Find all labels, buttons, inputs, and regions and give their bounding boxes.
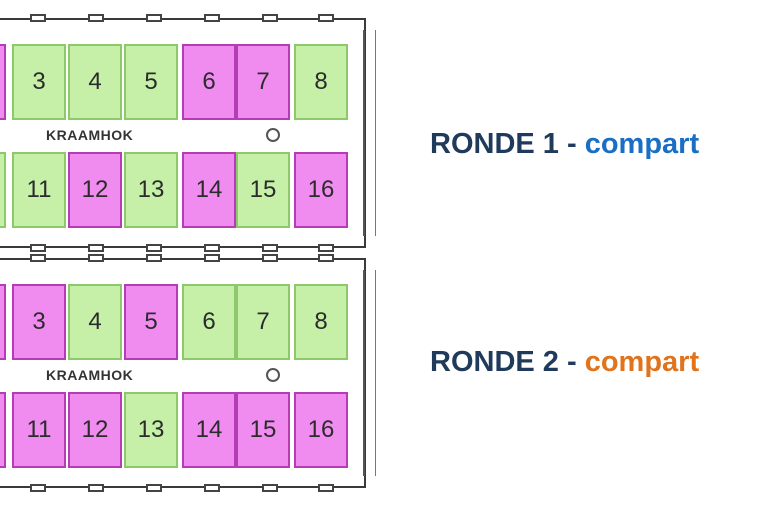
pen-4: 4 — [68, 284, 122, 360]
pen-partial — [0, 392, 6, 468]
pen-partial — [0, 284, 6, 360]
fence-stub — [318, 244, 334, 252]
pen-11: 11 — [12, 392, 66, 468]
pen-12: 12 — [68, 152, 122, 228]
fence-stub — [88, 254, 104, 262]
pen-partial — [0, 152, 6, 228]
fence-stub — [262, 254, 278, 262]
round-2-label: RONDE 2 - compart — [430, 346, 699, 379]
fence-stub — [262, 244, 278, 252]
fence-stub — [88, 484, 104, 492]
drain-icon — [266, 128, 280, 142]
block-edge — [363, 30, 376, 236]
pen-15: 15 — [236, 392, 290, 468]
block-edge — [363, 270, 376, 476]
round-2-suffix: compart — [584, 346, 700, 378]
fence-stub — [318, 254, 334, 262]
fence-stub — [30, 244, 46, 252]
kraamhok-strip: KRAAMHOK — [0, 124, 364, 146]
fence-stub — [318, 14, 334, 22]
fence-stub — [30, 14, 46, 22]
pen-partial — [0, 44, 6, 120]
round-1-title: RONDE 1 - — [430, 128, 585, 160]
fence-stub — [204, 244, 220, 252]
pen-6: 6 — [182, 284, 236, 360]
drain-icon — [266, 368, 280, 382]
kraamhok-strip: KRAAMHOK — [0, 364, 364, 386]
pen-8: 8 — [294, 284, 348, 360]
kraamhok-label: KRAAMHOK — [46, 127, 134, 143]
pen-4: 4 — [68, 44, 122, 120]
fence-stub — [262, 484, 278, 492]
pen-12: 12 — [68, 392, 122, 468]
fence-stub — [146, 484, 162, 492]
pen-14: 14 — [182, 392, 236, 468]
pen-7: 7 — [236, 44, 290, 120]
pen-13: 13 — [124, 152, 178, 228]
round-2-title: RONDE 2 - — [430, 346, 585, 378]
fence-stub — [204, 484, 220, 492]
fence-stub — [318, 484, 334, 492]
pen-5: 5 — [124, 44, 178, 120]
pen-16: 16 — [294, 392, 348, 468]
round-1-label: RONDE 1 - compart — [430, 128, 699, 161]
fence-stub — [146, 244, 162, 252]
fence-stub — [146, 254, 162, 262]
pen-6: 6 — [182, 44, 236, 120]
pen-7: 7 — [236, 284, 290, 360]
pen-3: 3 — [12, 44, 66, 120]
fence-stub — [30, 484, 46, 492]
pen-15: 15 — [236, 152, 290, 228]
round-1-suffix: compart — [584, 128, 700, 160]
pen-3: 3 — [12, 284, 66, 360]
pen-16: 16 — [294, 152, 348, 228]
pen-11: 11 — [12, 152, 66, 228]
pen-8: 8 — [294, 44, 348, 120]
fence-stub — [30, 254, 46, 262]
pen-14: 14 — [182, 152, 236, 228]
fence-stub — [204, 14, 220, 22]
fence-stub — [88, 244, 104, 252]
pen-13: 13 — [124, 392, 178, 468]
fence-stub — [88, 14, 104, 22]
fence-stub — [146, 14, 162, 22]
fence-stub — [262, 14, 278, 22]
pen-5: 5 — [124, 284, 178, 360]
fence-stub — [204, 254, 220, 262]
kraamhok-label: KRAAMHOK — [46, 367, 134, 383]
